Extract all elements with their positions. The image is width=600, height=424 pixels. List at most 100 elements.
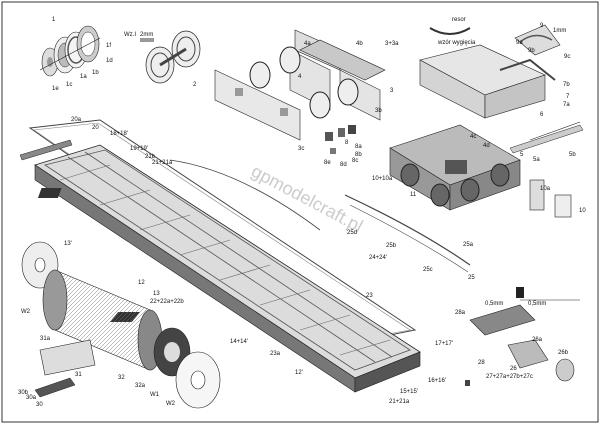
label-26: 26	[510, 366, 517, 372]
label-15: 15+15'	[400, 389, 418, 395]
label-7: 7	[566, 94, 570, 100]
label-25a: 25a	[463, 242, 474, 248]
label-w2a: W2	[21, 309, 31, 315]
label-resor: resor	[452, 17, 466, 23]
label-1f: 1f	[106, 43, 111, 49]
label-30b: 30b	[18, 390, 29, 396]
label-1b: 1b	[92, 70, 99, 76]
label-1mm: 1mm	[553, 28, 566, 34]
label-10p: 10+10a	[372, 176, 393, 182]
detail-parts-26-28	[465, 287, 580, 386]
label-w2b: W2	[166, 401, 176, 407]
bogie-7	[419, 44, 556, 119]
label-10a: 10a	[540, 186, 551, 192]
label-27: 27+27a+27b+27c	[486, 374, 533, 380]
label-3p3a: 3+3a	[385, 41, 399, 47]
label-24: 24+24'	[369, 255, 387, 261]
label-28: 28	[478, 360, 485, 366]
tank-assembly	[21, 241, 221, 409]
label-1a: 1a	[80, 74, 87, 80]
label-8a: 8a	[355, 144, 362, 150]
label-13: 13	[153, 291, 160, 297]
label-5: 5	[520, 152, 524, 158]
label-wz: Wz.I	[124, 32, 136, 38]
label-31: 31	[75, 372, 82, 378]
watermark: gpmodelcraft.pl	[248, 161, 366, 236]
label-25d: 25d	[347, 230, 357, 236]
label-32: 32	[118, 375, 125, 381]
bogie-assembled	[389, 124, 521, 211]
label-20a: 20a	[71, 117, 82, 123]
label-19: 19+19'	[130, 146, 148, 152]
label-26b: 26b	[558, 350, 569, 356]
part-10	[529, 179, 572, 218]
label-21b: 21b	[145, 154, 156, 160]
label-23a: 23a	[270, 351, 281, 357]
leaf-spring-9	[429, 24, 561, 56]
label-9a: 9a	[516, 40, 523, 46]
label-17: 17+17'	[435, 341, 453, 347]
label-7b: 7b	[563, 82, 570, 88]
label-26a: 26a	[532, 337, 543, 343]
label-30a: 30a	[26, 395, 37, 401]
label-9b: 9b	[528, 48, 535, 54]
label-3b: 3b	[375, 108, 382, 114]
label-4d: 4d	[483, 143, 490, 149]
part-labels: 1 1f 1d 1a 1b 1c 1e Wz.I 2mm 2 4a 4b 3+3…	[18, 17, 586, 408]
label-25c: 25c	[423, 267, 433, 273]
main-chassis	[19, 119, 471, 393]
label-3c: 3c	[298, 146, 304, 152]
label-13p: 13'	[64, 241, 72, 247]
label-2mm: 2mm	[140, 32, 153, 38]
label-16: 16+16'	[428, 378, 446, 384]
label-2: 2	[193, 82, 197, 88]
label-wzor: wzór wygięcia	[437, 40, 476, 46]
label-5b: 5b	[569, 152, 576, 158]
label-9c: 9c	[564, 54, 570, 60]
label-28a: 28a	[455, 310, 466, 316]
label-3: 3	[390, 88, 394, 94]
label-11: 11	[410, 192, 417, 198]
label-8e: 8e	[324, 160, 331, 166]
label-30: 30	[36, 402, 43, 408]
label-1e: 1e	[52, 86, 59, 92]
label-4a: 4a	[304, 41, 311, 47]
label-1d: 1d	[106, 58, 113, 64]
label-25: 25	[468, 275, 475, 281]
label-31a: 31a	[40, 336, 51, 342]
label-23: 23	[366, 293, 373, 299]
label-22: 22+22a+22b	[150, 299, 184, 305]
label-8b: 8b	[355, 152, 362, 158]
wheel-exploded-group	[39, 25, 101, 77]
label-12p: 12'	[295, 370, 303, 376]
label-21: 21+21a	[152, 160, 173, 166]
label-32a: 32a	[135, 383, 146, 389]
label-05b: 0,5mm	[528, 301, 546, 307]
label-10: 10	[579, 208, 586, 214]
label-4b: 4b	[356, 41, 363, 47]
label-05a: 0,5mm	[485, 301, 503, 307]
bogie-frame-parts	[214, 29, 386, 141]
label-8c: 8c	[352, 158, 358, 164]
label-7a: 7a	[563, 102, 570, 108]
label-6: 6	[540, 112, 544, 118]
label-12: 12	[138, 280, 145, 286]
label-14: 14+14'	[230, 339, 248, 345]
label-20: 20	[92, 125, 99, 131]
label-9: 9	[540, 23, 544, 29]
label-8d: 8d	[340, 162, 347, 168]
label-21c: 21+21a	[389, 399, 410, 405]
small-parts-8	[325, 125, 356, 154]
label-8: 8	[345, 140, 349, 146]
wheelset-2	[140, 30, 201, 84]
label-1: 1	[52, 17, 56, 23]
label-w1: W1	[150, 392, 160, 398]
label-4c: 4c	[470, 134, 476, 140]
label-18: 18+18'	[110, 131, 128, 137]
rail-parts-5	[509, 121, 584, 154]
label-25b: 25b	[386, 243, 397, 249]
label-5a: 5a	[533, 157, 540, 163]
